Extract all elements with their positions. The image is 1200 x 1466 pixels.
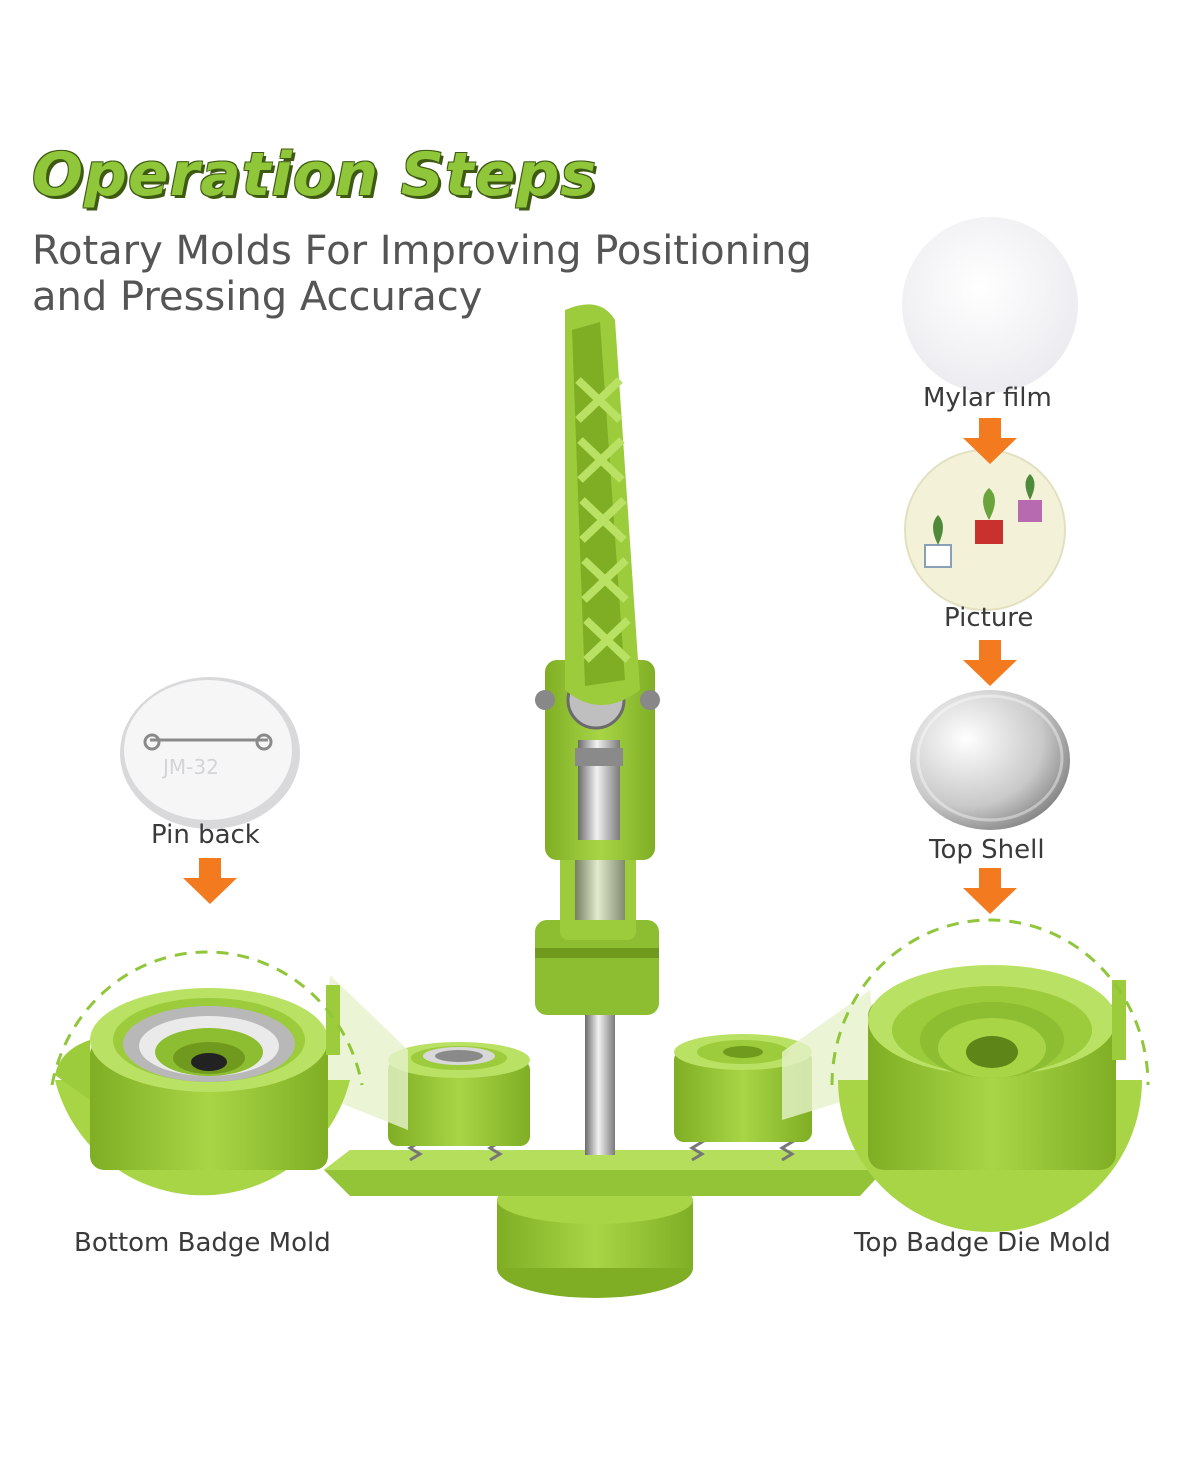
- dashed-circle-left: [50, 950, 364, 1086]
- pin-back-label: Pin back: [151, 820, 260, 850]
- arrow-pin-to-bottom-mold: [183, 858, 237, 904]
- arrow-picture-to-shell: [963, 640, 1017, 686]
- top-badge-die-mold-label: Top Badge Die Mold: [854, 1228, 1111, 1258]
- top-shell-label: Top Shell: [929, 835, 1045, 865]
- page-subtitle: Rotary Molds For Improving Positioning a…: [32, 228, 812, 320]
- mylar-film-label: Mylar film: [923, 383, 1052, 413]
- dashed-circle-right: [830, 918, 1150, 1086]
- top-shell-disc: [910, 690, 1070, 830]
- bottom-badge-mold-closeup: [55, 985, 350, 1196]
- bottom-badge-mold-label: Bottom Badge Mold: [74, 1228, 331, 1258]
- mylar-film-disc: [902, 217, 1078, 393]
- badge-press-machine: [324, 304, 884, 1298]
- picture-label: Picture: [944, 603, 1034, 633]
- pin-back-disc: [120, 677, 300, 829]
- picture-disc: [904, 449, 1066, 611]
- page-title: Operation Steps: [32, 140, 598, 210]
- top-badge-die-mold-closeup: [838, 965, 1142, 1232]
- arrow-shell-to-top-mold: [963, 868, 1017, 914]
- pin-back-stamp: JM-32: [163, 755, 219, 779]
- arrow-film-to-picture: [963, 418, 1017, 464]
